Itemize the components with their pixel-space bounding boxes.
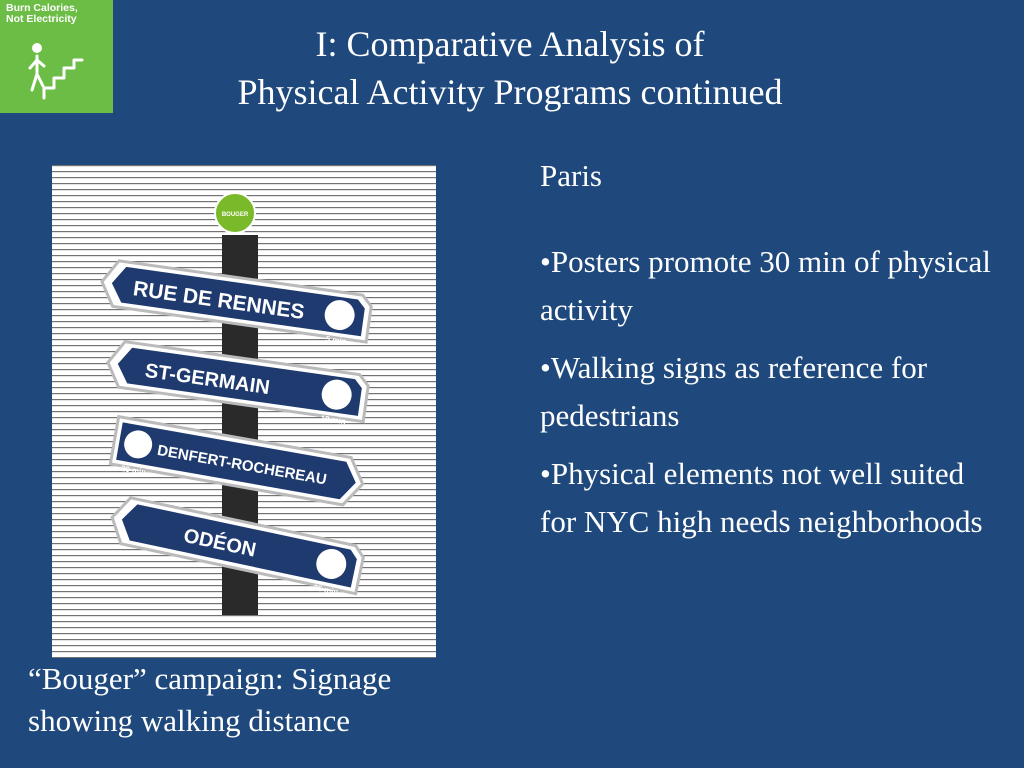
sign-rue-de-rennes: RUE DE RENNES 5 min bbox=[100, 259, 373, 346]
signage-photo: BOUGER RUE DE RENNES 5 min ST-GERMAIN 10… bbox=[52, 165, 436, 658]
bullet-item: •Posters promote 30 min of physical acti… bbox=[540, 244, 991, 327]
logo-text-line2: Not Electricity bbox=[6, 13, 77, 25]
sign-time: 5 min bbox=[325, 334, 347, 346]
logo-text: Burn Calories, Not Electricity bbox=[6, 3, 110, 25]
stairs-walker-icon bbox=[28, 43, 84, 100]
sign-odeon: ODÉON 25 min bbox=[110, 496, 365, 597]
badge-circle bbox=[214, 192, 256, 234]
sign-denfert-rochereau: 20 min DENFERT-ROCHEREAU bbox=[108, 414, 365, 507]
bullet-item: •Walking signs as reference for pedestri… bbox=[540, 350, 928, 433]
slide-title-line1: I: Comparative Analysis of bbox=[315, 24, 705, 64]
logo: Burn Calories, Not Electricity bbox=[0, 0, 113, 113]
logo-text-line1: Burn Calories, bbox=[6, 2, 78, 14]
caption-line1: “Bouger” campaign: Signage bbox=[28, 661, 392, 696]
badge-text: BOUGER bbox=[222, 212, 249, 218]
content-panel: Paris •Posters promote 30 min of physica… bbox=[540, 152, 1000, 556]
slide-title: I: Comparative Analysis of Physical Acti… bbox=[130, 20, 890, 116]
slide-title-line2: Physical Activity Programs continued bbox=[237, 72, 783, 112]
signage-illustration: BOUGER RUE DE RENNES 5 min ST-GERMAIN 10… bbox=[52, 165, 436, 658]
sign-time: 10 min bbox=[320, 414, 346, 426]
section-heading: Paris bbox=[540, 158, 602, 193]
photo-caption: “Bouger” campaign: Signage showing walki… bbox=[28, 658, 508, 742]
bullet-item: •Physical elements not well suited for N… bbox=[540, 456, 983, 539]
sign-time: 20 min bbox=[120, 464, 147, 477]
caption-line2: showing walking distance bbox=[28, 703, 351, 738]
sign-st-germain: ST-GERMAIN 10 min bbox=[106, 340, 370, 426]
